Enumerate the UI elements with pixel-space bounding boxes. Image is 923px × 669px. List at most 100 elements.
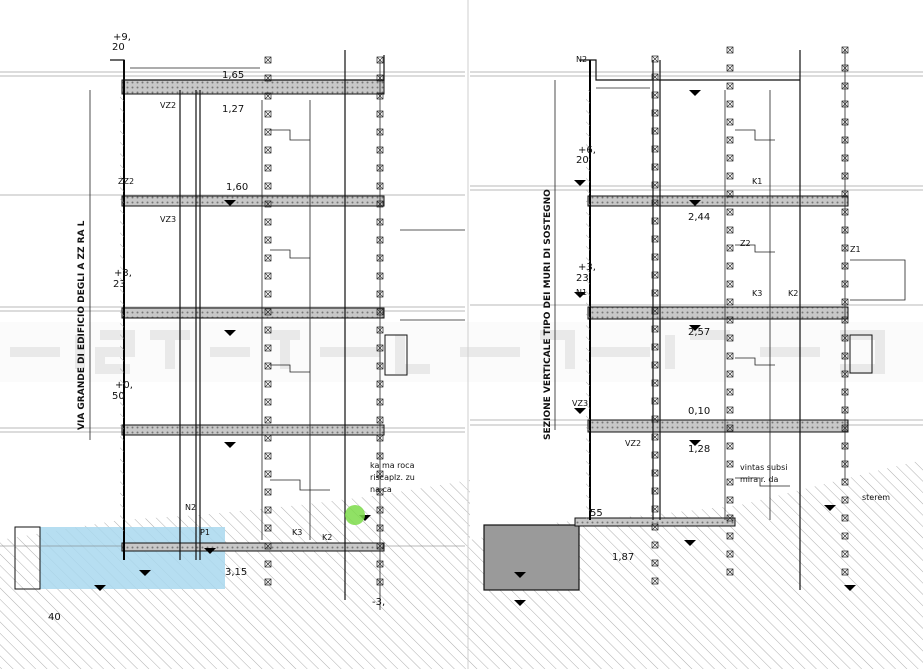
column-marker-cross (726, 136, 734, 144)
column-marker-cross (264, 290, 272, 298)
column-marker-cross (841, 568, 849, 576)
column-marker-cross (726, 100, 734, 108)
column-marker-cross (841, 172, 849, 180)
column-marker (841, 442, 849, 450)
element-tag: ZZ2 (118, 177, 134, 186)
column-marker (264, 380, 272, 388)
column-marker-cross (726, 316, 734, 324)
column-marker (376, 434, 384, 442)
column-marker (651, 487, 659, 495)
column-marker-cross (264, 236, 272, 244)
column-marker (376, 236, 384, 244)
note-text: mira r. da (740, 475, 778, 484)
column-marker (841, 424, 849, 432)
level-marker-triangle (514, 572, 526, 578)
column-marker (841, 64, 849, 72)
column-marker-cross (651, 541, 659, 549)
column-marker-cross (376, 272, 384, 280)
box-right (483, 524, 580, 591)
level-label: 1,27 (222, 104, 244, 115)
column-marker-cross (264, 560, 272, 568)
column-marker (841, 154, 849, 162)
column-marker-cross (841, 244, 849, 252)
column-marker-cross (651, 235, 659, 243)
column-marker (841, 172, 849, 180)
column-marker-cross (841, 478, 849, 486)
column-marker-cross (376, 380, 384, 388)
column-marker (651, 163, 659, 171)
column-marker-cross (651, 289, 659, 297)
column-marker-cross (376, 290, 384, 298)
column-marker (651, 289, 659, 297)
level-marker-triangle (824, 505, 836, 511)
column-marker (726, 370, 734, 378)
column-marker-cross (376, 254, 384, 262)
column-marker (726, 46, 734, 54)
column-marker-cross (651, 271, 659, 279)
column-marker-cross (376, 452, 384, 460)
level-label: 0,10 (688, 406, 710, 417)
column-marker (376, 308, 384, 316)
column-marker (264, 146, 272, 154)
column-marker-cross (376, 362, 384, 370)
column-marker (651, 325, 659, 333)
column-marker (651, 235, 659, 243)
column-marker-cross (264, 56, 272, 64)
level-label: 1,87 (612, 552, 634, 563)
column-marker (841, 568, 849, 576)
column-marker (841, 388, 849, 396)
note-text: riscaplz. zu (370, 473, 415, 482)
column-marker-cross (376, 434, 384, 442)
column-marker (376, 524, 384, 532)
column-marker-cross (841, 496, 849, 504)
column-marker (376, 506, 384, 514)
element-tag: K3 (752, 289, 762, 298)
column-marker-cross (264, 452, 272, 460)
column-marker (651, 145, 659, 153)
column-marker-cross (726, 532, 734, 540)
column-marker (841, 316, 849, 324)
column-marker (264, 272, 272, 280)
column-marker-cross (726, 424, 734, 432)
column-marker (376, 560, 384, 568)
column-marker-cross (651, 505, 659, 513)
column-marker-cross (726, 550, 734, 558)
level-marker-triangle (689, 325, 701, 331)
column-marker (264, 470, 272, 478)
column-marker (264, 128, 272, 136)
column-marker (376, 578, 384, 586)
column-marker-cross (376, 344, 384, 352)
element-tag: VZ2 (160, 101, 176, 110)
column-marker-cross (841, 100, 849, 108)
column-marker-cross (376, 470, 384, 478)
column-marker (651, 55, 659, 63)
column-marker-cross (376, 416, 384, 424)
column-marker-cross (376, 506, 384, 514)
column-marker (841, 208, 849, 216)
column-marker (264, 254, 272, 262)
column-marker-cross (841, 82, 849, 90)
level-marker-triangle (204, 548, 216, 554)
column-marker (376, 200, 384, 208)
column-marker-cross (651, 343, 659, 351)
column-marker-cross (264, 254, 272, 262)
column-marker (264, 398, 272, 406)
column-marker (264, 452, 272, 460)
level-marker-triangle (689, 200, 701, 206)
column-marker (264, 416, 272, 424)
column-marker-cross (264, 218, 272, 226)
element-tag: VZ2 (625, 439, 641, 448)
column-marker (264, 542, 272, 550)
right-labels: +6, 20 +3, 23 2,44 2,57 0,10 1,28 1,87 5… (543, 145, 890, 563)
column-marker-cross (651, 163, 659, 171)
column-marker (841, 334, 849, 342)
column-marker-cross (264, 110, 272, 118)
column-marker (726, 190, 734, 198)
level-label: 2,57 (688, 327, 710, 338)
column-marker (376, 416, 384, 424)
column-marker (264, 506, 272, 514)
level-marker-triangle (574, 408, 586, 414)
column-marker (841, 280, 849, 288)
